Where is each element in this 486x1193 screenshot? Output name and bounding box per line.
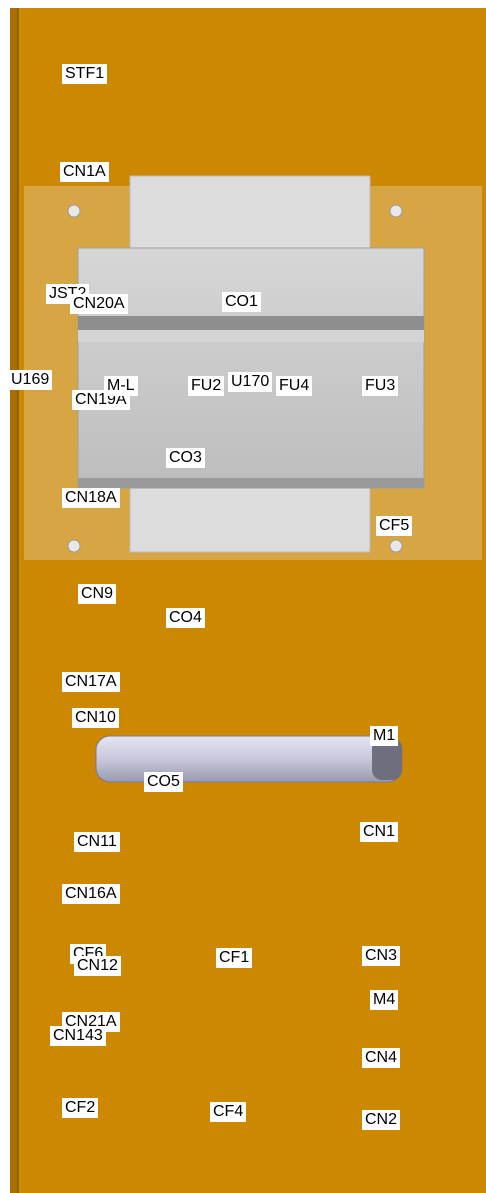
din-rail-block bbox=[77, 175, 425, 553]
component-label-cf1: CF1 bbox=[216, 948, 253, 968]
component-label-cn20a: CN20A bbox=[70, 294, 128, 314]
component-label-co3: CO3 bbox=[166, 448, 205, 468]
component-label-u169: U169 bbox=[8, 370, 53, 390]
component-label-co5: CO5 bbox=[144, 772, 183, 792]
component-label-stf1: STF1 bbox=[62, 64, 108, 84]
component-label-m1: M1 bbox=[370, 726, 399, 746]
component-label-m4: M4 bbox=[370, 990, 399, 1010]
component-label-cn3: CN3 bbox=[362, 946, 401, 966]
component-label-fu3: FU3 bbox=[362, 376, 399, 396]
component-label-co4: CO4 bbox=[166, 608, 205, 628]
component-label-cn16a: CN16A bbox=[62, 884, 120, 904]
component-label-cn9: CN9 bbox=[78, 584, 117, 604]
component-label-cn17a: CN17A bbox=[62, 672, 120, 692]
component-label-cn143: CN143 bbox=[50, 1026, 106, 1046]
component-label-u170: U170 bbox=[228, 372, 273, 392]
component-label-m-l: M-L bbox=[104, 376, 138, 396]
cable-tray bbox=[95, 735, 403, 783]
component-label-co1: CO1 bbox=[222, 292, 261, 312]
component-label-cf4: CF4 bbox=[210, 1102, 247, 1122]
component-label-cf2: CF2 bbox=[62, 1098, 99, 1118]
component-label-cn4: CN4 bbox=[362, 1048, 401, 1068]
component-label-fu2: FU2 bbox=[188, 376, 225, 396]
component-label-cn10: CN10 bbox=[72, 708, 119, 728]
component-label-fu4: FU4 bbox=[276, 376, 313, 396]
component-label-cn1a: CN1A bbox=[60, 162, 109, 182]
component-label-cn1: CN1 bbox=[360, 822, 399, 842]
component-label-cn18a: CN18A bbox=[62, 488, 120, 508]
component-label-cn2: CN2 bbox=[362, 1110, 401, 1130]
component-label-cn12: CN12 bbox=[74, 956, 121, 976]
component-label-cn11: CN11 bbox=[74, 832, 120, 852]
component-label-cf5: CF5 bbox=[376, 516, 413, 536]
